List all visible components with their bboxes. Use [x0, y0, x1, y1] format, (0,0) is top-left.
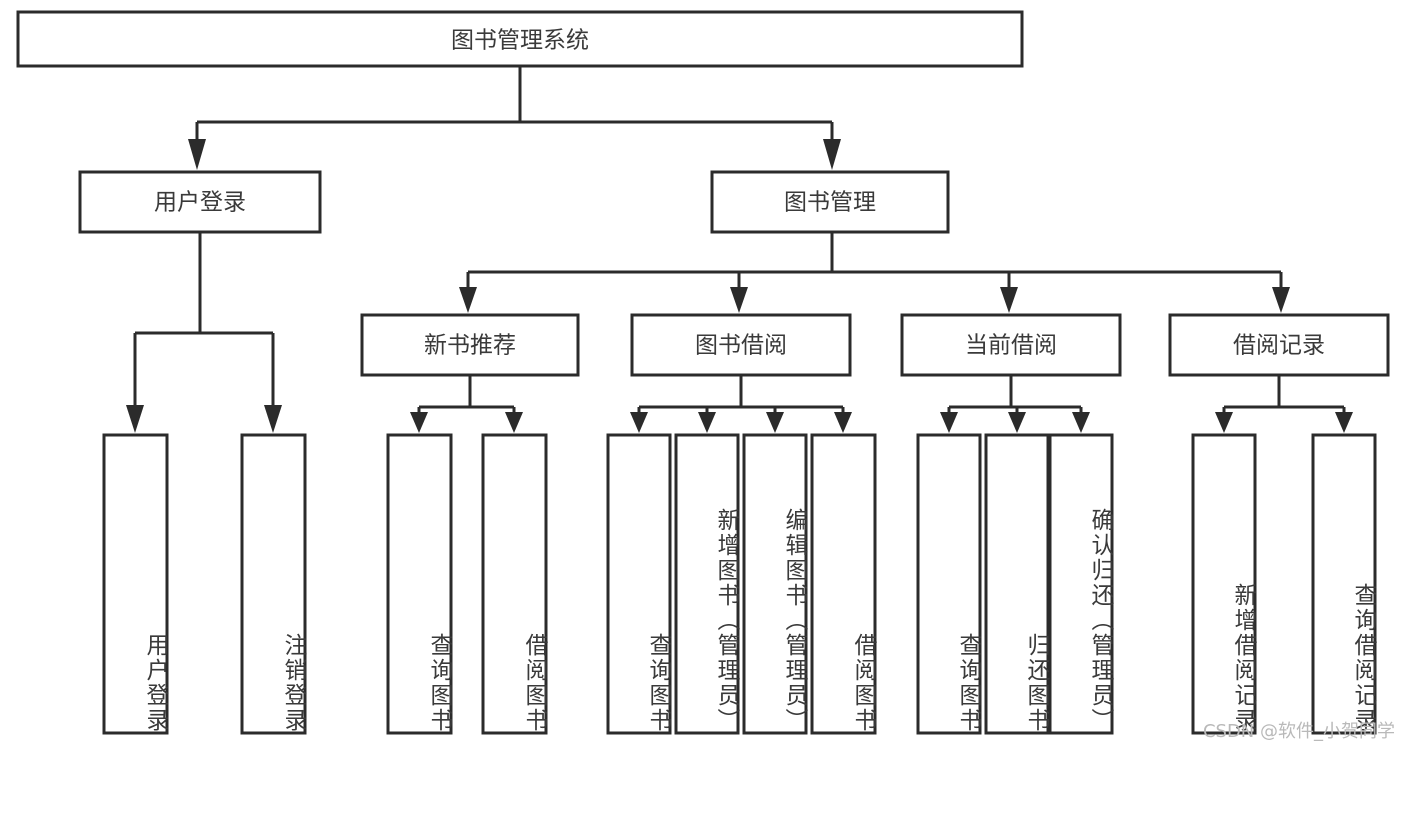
node-leaf-query-book-borrow-box[interactable] — [606, 433, 672, 735]
arrow-head-leaf-query-book-borrow — [630, 412, 648, 433]
arrow-head-leaf-user-login — [126, 405, 144, 433]
node-current-borrow-box[interactable] — [900, 313, 1122, 377]
node-leaf-edit-book-admin-box[interactable] — [742, 433, 808, 735]
node-borrow-records-box[interactable] — [1168, 313, 1390, 377]
hierarchy-tree-svg: 图书管理系统 用户登录 图书管理 新书推荐 图书借阅 当前借阅 借阅记录 — [16, 10, 1390, 735]
arrow-head-current-borrow — [1000, 287, 1018, 313]
arrow-head-leaf-query-book-current — [940, 412, 958, 433]
node-user-login-label: 用户登录 — [154, 190, 246, 216]
node-borrow-records-label: 借阅记录 — [1233, 333, 1325, 359]
arrow-head-leaf-query-borrow-record — [1335, 412, 1353, 433]
arrow-head-borrow-records — [1272, 287, 1290, 313]
node-current-borrow-label: 当前借阅 — [965, 333, 1057, 359]
arrow-head-leaf-edit-book-admin — [766, 412, 784, 433]
node-leaf-add-book-admin-box[interactable] — [674, 433, 740, 735]
node-layer: 图书管理系统 用户登录 图书管理 新书推荐 图书借阅 当前借阅 借阅记录 — [16, 10, 1390, 735]
arrow-head-user-login — [188, 139, 206, 170]
connector-layer — [126, 66, 1353, 433]
arrow-head-leaf-borrow-book-rec — [505, 412, 523, 433]
arrow-head-leaf-confirm-return-admin — [1072, 412, 1090, 433]
arrow-head-leaf-logout — [264, 405, 282, 433]
node-book-borrow-label: 图书借阅 — [695, 333, 787, 359]
arrow-head-leaf-borrow-book — [834, 412, 852, 433]
node-leaf-query-book-rec-box[interactable] — [386, 433, 453, 735]
csdn-watermark: CSDN @软件_小贺同学 — [1202, 721, 1395, 742]
node-leaf-user-login-box[interactable] — [102, 433, 169, 735]
node-root-label: 图书管理系统 — [451, 28, 589, 54]
node-book-management-box[interactable] — [710, 170, 950, 234]
node-leaf-borrow-book-rec-box[interactable] — [481, 433, 548, 735]
node-leaf-add-borrow-record-box[interactable] — [1191, 433, 1257, 735]
arrow-head-book-management — [823, 139, 841, 170]
node-new-book-recommend-box[interactable] — [360, 313, 580, 377]
node-user-login-box[interactable] — [78, 170, 322, 234]
arrow-head-leaf-add-borrow-record — [1215, 412, 1233, 433]
arrow-head-new-book-recommend — [459, 287, 477, 313]
arrow-head-leaf-return-book — [1008, 412, 1026, 433]
node-leaf-confirm-return-admin-box[interactable] — [1048, 433, 1114, 735]
diagram-canvas: 图书管理系统 用户登录 图书管理 新书推荐 图书借阅 当前借阅 借阅记录 — [16, 10, 1395, 742]
node-leaf-borrow-book-box[interactable] — [810, 433, 877, 735]
node-new-book-recommend-label: 新书推荐 — [424, 333, 516, 359]
node-leaf-query-borrow-record-box[interactable] — [1311, 433, 1377, 735]
node-root-box[interactable] — [16, 10, 1024, 68]
node-book-borrow-box[interactable] — [630, 313, 852, 377]
arrow-head-book-borrow — [730, 287, 748, 313]
arrow-head-leaf-add-book-admin — [698, 412, 716, 433]
node-leaf-return-book-box[interactable] — [984, 433, 1050, 735]
node-leaf-logout-box[interactable] — [240, 433, 307, 735]
node-book-management-label: 图书管理 — [784, 190, 876, 216]
node-leaf-query-book-current-box[interactable] — [916, 433, 982, 735]
arrow-head-leaf-query-book-rec — [410, 412, 428, 433]
